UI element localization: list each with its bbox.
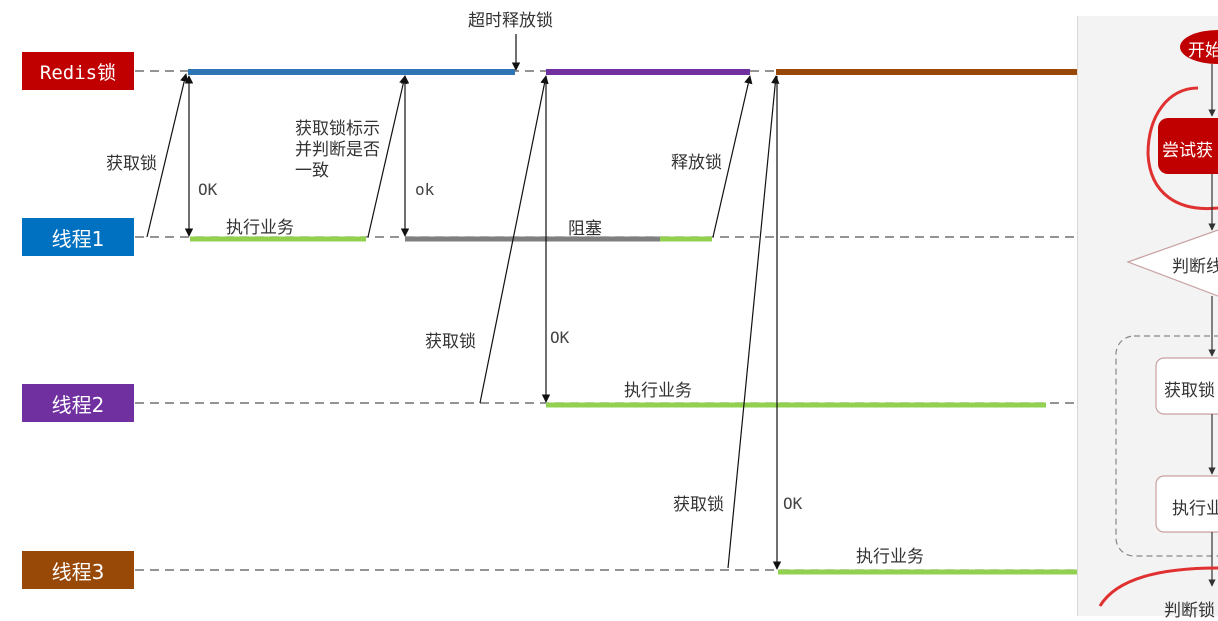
flow-start-node xyxy=(1180,30,1218,64)
thread1-release-arrow xyxy=(712,75,753,238)
redis-lock-label: Redis锁 xyxy=(22,52,134,90)
thread1-ok2-note: ok xyxy=(415,180,435,199)
flowchart-canvas xyxy=(1098,30,1218,607)
thread3-ok-note: OK xyxy=(783,494,803,513)
thread3-acquire-note: 获取锁 xyxy=(673,495,724,515)
thread3-business-note: 执行业务 xyxy=(856,547,924,567)
thread1-check-arrow xyxy=(367,75,408,238)
flow-try-acquire-text: 尝试获 xyxy=(1162,141,1213,161)
flow-execute-node xyxy=(1155,475,1218,533)
thread1-ok-note: OK xyxy=(198,180,218,199)
flow-bottom-text: 判断锁 xyxy=(1164,601,1215,621)
thread2-acquire-note: 获取锁 xyxy=(425,332,476,352)
flow-highlight-circle-top xyxy=(1146,86,1218,211)
flowchart-panel: 开始 尝试获 判断线 获取锁 执行业 判断锁 xyxy=(1077,16,1218,621)
thread3-acquire-arrow xyxy=(727,75,780,569)
flow-judge-node xyxy=(1126,229,1218,297)
flow-highlight-circle-bottom xyxy=(1098,566,1218,607)
flow-try-acquire-node xyxy=(1158,118,1218,174)
lock-timeline-diagram: Redis锁 线程1 线程2 线程3 超时释放锁 获取锁 OK 执行业务 获取锁… xyxy=(22,11,1218,621)
flow-start-text: 开始 xyxy=(1188,41,1218,61)
thread1-label: 线程1 xyxy=(22,218,134,256)
blocked-note: 阻塞 xyxy=(568,219,602,239)
flow-acquire-node xyxy=(1155,357,1218,415)
thread3-label: 线程3 xyxy=(22,551,134,589)
thread1-business-note: 执行业务 xyxy=(226,218,294,238)
timeout-release-note: 超时释放锁 xyxy=(468,11,553,31)
flow-judge-text: 判断线 xyxy=(1172,257,1218,277)
thread1-acquire-note: 获取锁 xyxy=(106,154,157,174)
thread2-acquire-arrow xyxy=(479,75,549,404)
thread2-ok-note: OK xyxy=(550,328,570,347)
thread1-acquire-arrow xyxy=(146,73,189,238)
flow-execute-text: 执行业 xyxy=(1172,499,1218,519)
check-lock-id-note: 获取锁标示并判断是否一致 xyxy=(295,119,380,181)
thread2-business-note: 执行业务 xyxy=(624,381,692,401)
thread2-label: 线程2 xyxy=(22,384,134,422)
release-lock-note: 释放锁 xyxy=(671,153,722,173)
flow-dashed-group xyxy=(1115,335,1218,557)
timeline-canvas xyxy=(135,34,1077,575)
flow-acquire-text: 获取锁 xyxy=(1164,381,1215,401)
